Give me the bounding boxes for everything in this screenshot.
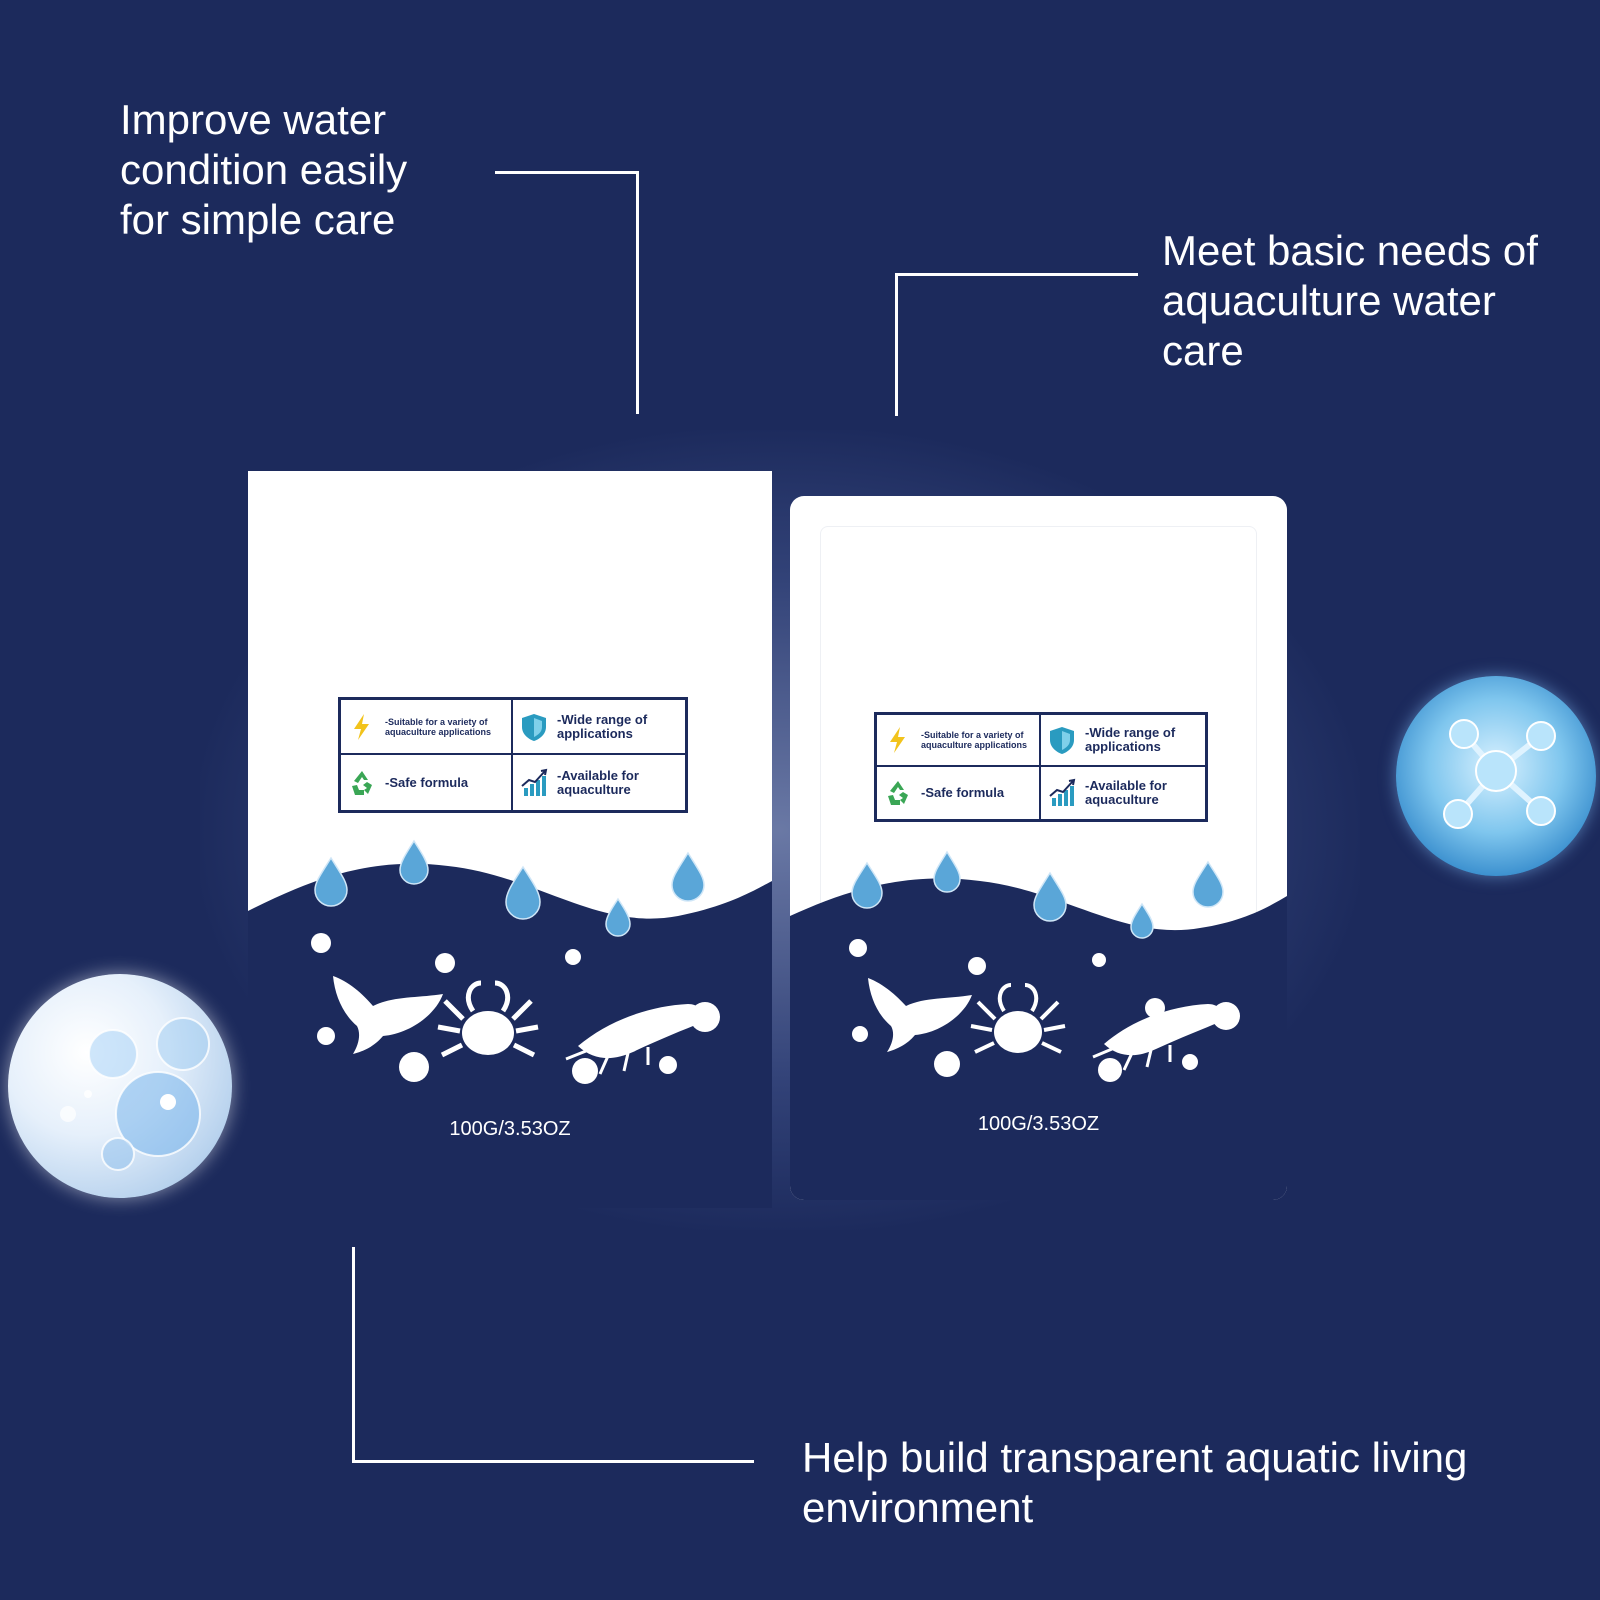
feature-table: -Suitable for a variety of aquaculture a… [874,712,1208,822]
feature-cell: -Safe formula [341,755,513,810]
connector-line [352,1247,355,1463]
feature-label: -Available for aquaculture [557,767,639,797]
sea-creatures [333,976,705,1075]
shield-icon [1050,727,1074,754]
feature-cell: -Available for aquaculture [513,755,685,810]
lightning-icon [354,713,369,740]
lightning-icon [890,727,905,753]
molecule-icon [1443,719,1556,829]
feature-label: -Safe formula [921,785,1005,800]
feature-label: -Suitable for a variety of aquaculture a… [385,716,492,737]
pouch-seal-line [820,526,1257,1200]
feature-cell: -Suitable for a variety of aquaculture a… [877,715,1041,767]
shield-icon [522,713,546,741]
feature-label: -Wide range of applications [557,711,648,741]
product-pouch-front: -Suitable for a variety of aquaculture a… [248,471,772,1208]
molecule-bubble-decoration [1396,676,1596,876]
net-weight-label: 100G/3.53OZ [449,1118,571,1140]
connector-line [352,1460,754,1463]
feature-table: -Suitable for a variety of aquaculture a… [338,697,688,813]
water-bubble-decoration [8,974,232,1198]
pouch-wave-art [790,850,1287,1200]
pouch-wave-art [248,839,772,1208]
sea-creatures [868,978,1224,1071]
feature-label: -Wide range of applications [1085,725,1176,754]
feature-label: -Suitable for a variety of aquaculture a… [921,730,1028,750]
connector-line [895,273,898,416]
growth-chart-icon [521,768,548,796]
feature-cell: -Available for aquaculture [1041,767,1205,819]
feature-cell: -Wide range of applications [513,700,685,755]
product-pouch-back: -Suitable for a variety of aquaculture a… [790,496,1287,1200]
callout-water-condition: Improve water condition easily for simpl… [120,96,408,243]
water-droplets [851,850,1224,939]
recycle-icon [888,781,908,805]
net-weight-label: 100G/3.53OZ [977,1113,1100,1135]
callout-aquaculture-needs: Meet basic needs of aquaculture water ca… [1162,227,1538,374]
feature-cell: -Safe formula [877,767,1041,819]
water-droplets [314,839,705,937]
feature-label: -Available for aquaculture [1085,778,1167,807]
connector-line [636,171,639,414]
growth-chart-icon [1049,778,1076,806]
connector-line [895,273,1138,276]
feature-cell: -Wide range of applications [1041,715,1205,767]
feature-label: -Safe formula [385,774,469,790]
bubble-dots [311,933,720,1084]
callout-transparent-environment: Help build transparent aquatic living en… [802,1434,1468,1531]
recycle-icon [352,770,372,795]
feature-cell: -Suitable for a variety of aquaculture a… [341,700,513,755]
connector-line [495,171,639,174]
